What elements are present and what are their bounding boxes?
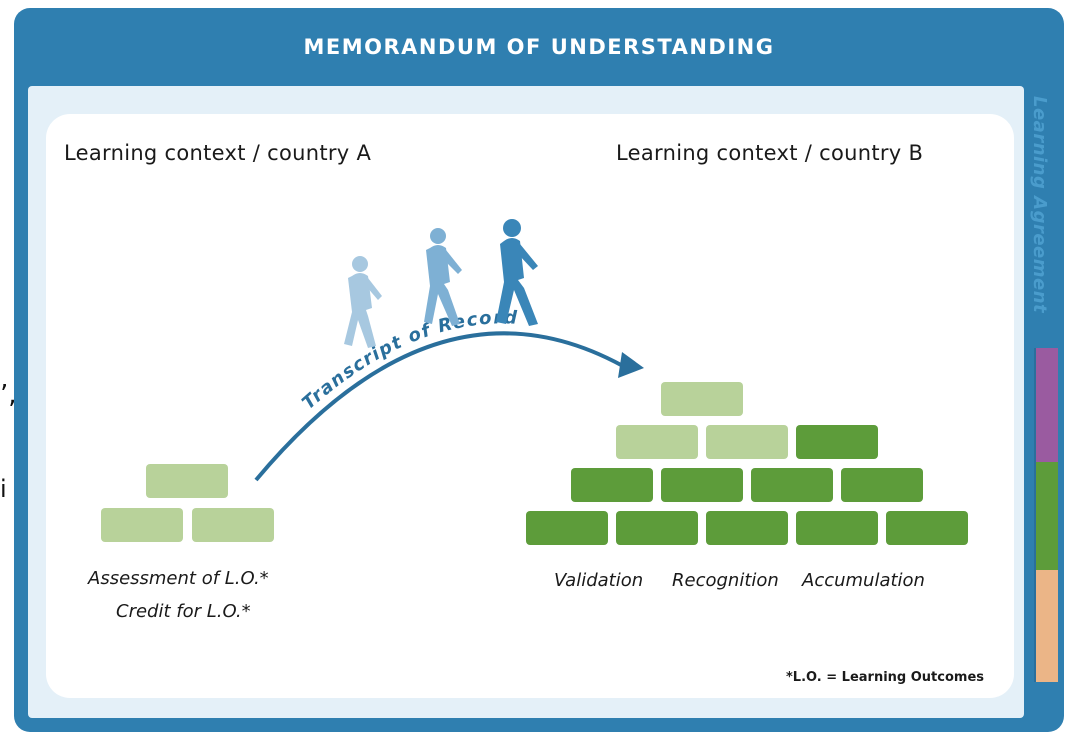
- caption-assessment: Assessment of L.O.*: [88, 568, 269, 589]
- walking-person-icon: [344, 256, 382, 348]
- brick: [661, 468, 743, 502]
- brick: [706, 425, 788, 459]
- brick: [796, 511, 878, 545]
- transcript-label: Transcript of Record: [298, 307, 518, 414]
- header-title: MEMORANDUM OF UNDERSTANDING: [303, 35, 775, 59]
- content-panel: [46, 114, 1014, 698]
- tab-green: [1036, 462, 1058, 570]
- brick: [841, 468, 923, 502]
- header-bar: MEMORANDUM OF UNDERSTANDING: [14, 8, 1064, 86]
- brick: [526, 511, 608, 545]
- walking-person-icon: [424, 228, 462, 326]
- heading-country-b: Learning context / country B: [616, 141, 924, 165]
- brick-pyramid-b: [526, 382, 968, 545]
- brick: [886, 511, 968, 545]
- brick: [661, 382, 743, 416]
- tab-purple: [1036, 348, 1058, 462]
- edge-fragment-bottom: i: [0, 475, 7, 503]
- brick: [571, 468, 653, 502]
- footnote: *L.O. = Learning Outcomes: [786, 670, 985, 685]
- brick: [706, 511, 788, 545]
- brick: [192, 508, 274, 542]
- edge-fragment-top: ’,: [0, 380, 17, 410]
- transcript-arc: [254, 331, 632, 482]
- caption-validation: Validation: [554, 570, 644, 591]
- brick: [796, 425, 878, 459]
- tab-peach: [1036, 570, 1058, 682]
- brick-stack-a: [101, 464, 274, 542]
- brick: [101, 508, 183, 542]
- brick: [616, 511, 698, 545]
- arrowhead-icon: [618, 352, 644, 378]
- caption-credit: Credit for L.O.*: [116, 601, 251, 622]
- walking-person-icon: [496, 219, 538, 326]
- caption-recognition: Recognition: [672, 570, 779, 591]
- brick: [616, 425, 698, 459]
- heading-country-a: Learning context / country A: [64, 141, 372, 165]
- caption-accumulation: Accumulation: [802, 570, 925, 591]
- brick: [146, 464, 228, 498]
- learning-agreement-label: Learning Agreement: [1029, 96, 1050, 314]
- brick: [751, 468, 833, 502]
- tab-divider: [1034, 348, 1037, 682]
